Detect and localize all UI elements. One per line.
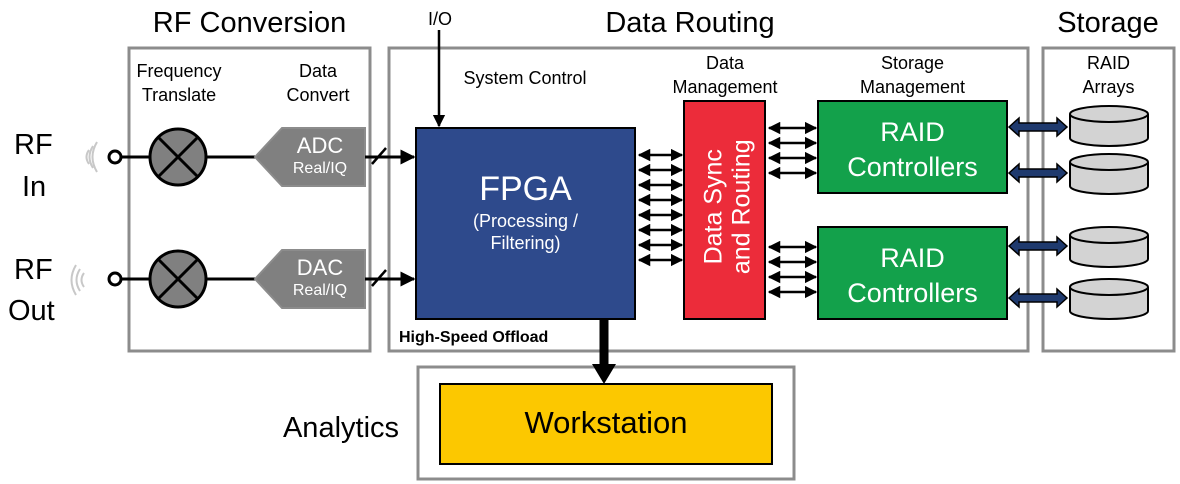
dac-title: DAC <box>296 255 344 280</box>
raid-controller-bottom <box>817 226 1008 320</box>
fpga-sync-links <box>637 148 684 267</box>
sync-raid-top-links <box>767 121 818 180</box>
storage-frame <box>1041 46 1176 353</box>
analytics-title: Analytics <box>282 412 400 444</box>
fpga-block <box>415 127 636 320</box>
raid-arrays-label-1: RAID <box>1086 53 1130 73</box>
raid-arrays-label-2: Arrays <box>1082 77 1135 97</box>
workstation-block <box>439 383 773 465</box>
raid-bottom-label-1: RAID <box>880 243 945 273</box>
rf-out-antenna-icon <box>70 264 85 296</box>
rf-in-antenna-icon <box>85 141 98 173</box>
raid-top-label-1: RAID <box>880 117 945 147</box>
storage-management-label-2: Management <box>859 77 966 97</box>
raid-top-label-2: Controllers <box>847 152 978 182</box>
disk-icon <box>1069 278 1149 320</box>
dac-subtitle: Real/IQ <box>292 282 348 299</box>
storage-management-label-1: Storage <box>880 53 945 73</box>
rf-in-label-2: In <box>22 171 47 203</box>
data-sync-label-1: Data Sync <box>699 149 728 265</box>
adc-subtitle: Real/IQ <box>292 160 348 177</box>
rf-in-label-1: RF <box>14 129 53 161</box>
raid-bottom-label-2: Controllers <box>847 278 978 308</box>
io-label: I/O <box>427 9 452 29</box>
rf-out-port <box>107 271 123 287</box>
disk-icon <box>1069 105 1149 147</box>
data-management-label-2: Management <box>672 77 778 97</box>
fpga-title: FPGA <box>479 170 572 208</box>
system-control-label: System Control <box>463 68 587 88</box>
rf-out-label-2: Out <box>8 295 55 327</box>
data-convert-label-1: Data <box>298 61 338 81</box>
rf-conversion-title: RF Conversion <box>152 7 347 39</box>
fpga-subtitle-2: Filtering) <box>490 233 561 253</box>
data-management-label-1: Data <box>705 53 745 73</box>
rf-in-port <box>107 149 123 165</box>
frequency-translate-label-1: Frequency <box>136 61 222 81</box>
data-sync-label-2: and Routing <box>727 139 756 275</box>
disk-icon <box>1069 153 1149 195</box>
raid-disk-links <box>1007 116 1069 309</box>
disk-icon <box>1069 226 1149 268</box>
data-routing-frame <box>387 46 1030 353</box>
data-convert-label-2: Convert <box>286 85 350 105</box>
storage-title: Storage <box>1057 7 1159 39</box>
sync-raid-bottom-links <box>767 240 818 299</box>
rf-conversion-frame <box>127 46 372 353</box>
rf-out-label-1: RF <box>14 254 53 286</box>
raid-controller-top <box>817 100 1008 194</box>
workstation-label: Workstation <box>524 405 688 440</box>
high-speed-offload-label: High-Speed Offload <box>399 329 549 346</box>
fpga-subtitle-1: (Processing / <box>472 211 579 231</box>
frequency-translate-label-2: Translate <box>141 85 217 105</box>
data-sync-block <box>683 100 766 320</box>
data-routing-title: Data Routing <box>605 7 775 39</box>
adc-title: ADC <box>296 133 344 158</box>
